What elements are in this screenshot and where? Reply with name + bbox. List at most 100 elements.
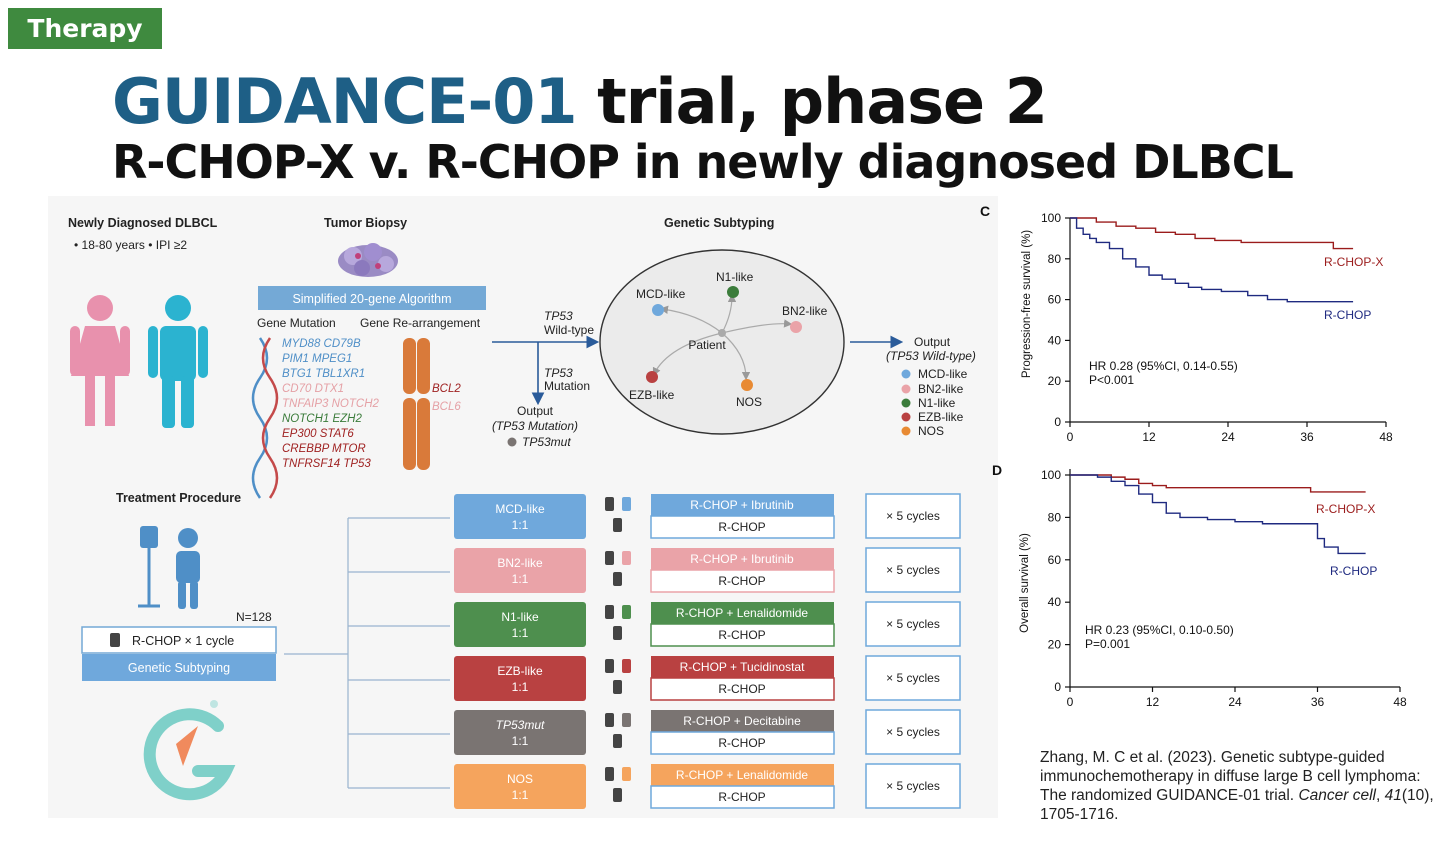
arm-tp53mut: TP53mut 1:1 R-CHOP + Decitabine R-CHOP ×… (454, 710, 960, 755)
y-tick-label: 20 (1048, 374, 1062, 388)
arm-mcd: MCD-like 1:1 R-CHOP + Ibrutinib R-CHOP ×… (454, 494, 960, 539)
x-tick-label: 12 (1146, 695, 1160, 709)
arm-control: R-CHOP (718, 682, 765, 696)
gene-item: MYD88 CD79B (282, 338, 361, 350)
output-mut-label: Output (517, 404, 554, 418)
title-rest: trial, phase 2 (577, 65, 1047, 138)
arm-x-regimen: R-CHOP + Ibrutinib (690, 498, 794, 512)
circle-bn2-label: BN2-like (782, 304, 828, 318)
series-label-rchop: R-CHOP (1330, 564, 1377, 578)
page-title: GUIDANCE-01 trial, phase 2 (112, 62, 1047, 142)
therapy-tag: Therapy (8, 8, 162, 49)
panel-label-c: C (980, 203, 990, 219)
gene-mutation-label: Gene Mutation (257, 316, 336, 330)
tp53mut-dot (508, 438, 517, 447)
arm-subtype: NOS (507, 772, 533, 786)
arm-n1: N1-like 1:1 R-CHOP + Lenalidomide R-CHOP… (454, 602, 960, 647)
x-tick-label: 24 (1221, 430, 1235, 444)
arm-x-regimen: R-CHOP + Lenalidomide (676, 768, 809, 782)
arm-control: R-CHOP (718, 574, 765, 588)
arm-ezb: EZB-like 1:1 R-CHOP + Tucidinostat R-CHO… (454, 656, 960, 701)
arm-x-regimen: R-CHOP + Lenalidomide (676, 606, 809, 620)
y-tick-label: 40 (1048, 595, 1062, 609)
x-tick-label: 24 (1228, 695, 1242, 709)
trial-name: GUIDANCE-01 (112, 65, 577, 138)
arm-cycles: × 5 cycles (886, 725, 940, 739)
arm-ratio: 1:1 (512, 734, 529, 748)
y-tick-label: 20 (1048, 638, 1062, 652)
gene-item: CREBBP MTOR (282, 443, 366, 455)
rearrangement-bcl2: BCL2 (432, 383, 461, 395)
dna-helix-icon (253, 338, 277, 498)
legend-item: MCD-like (918, 367, 968, 381)
algorithm-label: Simplified 20-gene Algorithm (292, 292, 451, 306)
criteria-label: • 18-80 years • IPI ≥2 (74, 238, 187, 252)
arm-control: R-CHOP (718, 520, 765, 534)
gene-item: PIM1 MPEG1 (282, 353, 352, 365)
km-line-rchop-x (1070, 218, 1353, 249)
series-label-rchop-x: R-CHOP-X (1316, 502, 1375, 516)
nos-dot (741, 379, 753, 391)
circle-ezb-label: EZB-like (629, 388, 675, 402)
gene-item: TNFRSF14 TP53 (282, 458, 371, 470)
arm-ratio: 1:1 (512, 788, 529, 802)
chromosome-icon (403, 338, 430, 470)
hr-annotation: HR 0.23 (95%CI, 0.10-0.50) (1085, 623, 1234, 637)
study-design-figure: Newly Diagnosed DLBCL • 18-80 years • IP… (48, 196, 998, 818)
gene-item: NOTCH1 EZH2 (282, 413, 362, 425)
legend-item: N1-like (918, 396, 956, 410)
km-line-rchop-x (1070, 475, 1366, 492)
citation: Zhang, M. C et al. (2023). Genetic subty… (1040, 748, 1440, 824)
y-tick-label: 60 (1048, 553, 1062, 567)
arm-subtype: MCD-like (495, 502, 545, 516)
arm-cycles: × 5 cycles (886, 617, 940, 631)
x-tick-label: 36 (1311, 695, 1325, 709)
subtyping-box-label: Genetic Subtyping (128, 661, 230, 675)
patient-label: Patient (688, 338, 726, 352)
newly-diagnosed-label: Newly Diagnosed DLBCL (68, 216, 218, 230)
page-subtitle: R-CHOP-X v. R-CHOP in newly diagnosed DL… (112, 134, 1293, 190)
mutation-label: Mutation (544, 379, 590, 393)
arm-cycles: × 5 cycles (886, 563, 940, 577)
bn2-dot (790, 321, 802, 333)
x-tick-label: 48 (1393, 695, 1407, 709)
y-tick-label: 80 (1048, 510, 1062, 524)
arm-x-regimen: R-CHOP + Ibrutinib (690, 552, 794, 566)
arm-cycles: × 5 cycles (886, 509, 940, 523)
arm-cycles: × 5 cycles (886, 671, 940, 685)
km-line-rchop (1070, 218, 1353, 302)
km-chart-pfs: C Progression-free survival (%) 02040608… (972, 196, 1442, 456)
genetic-subtyping-title: Genetic Subtyping (664, 216, 774, 230)
y-tick-label: 0 (1054, 415, 1061, 429)
gene-item: CD70 DTX1 (282, 383, 344, 395)
gene-item: EP300 STAT6 (282, 428, 354, 440)
arm-nos: NOS 1:1 R-CHOP + Lenalidomide R-CHOP × 5… (454, 764, 960, 809)
randomization-tree (284, 518, 450, 788)
arm-control: R-CHOP (718, 790, 765, 804)
infusion-patient-icon (138, 526, 200, 609)
treatment-procedure-label: Treatment Procedure (116, 491, 241, 505)
tp53mut-output: TP53mut (522, 435, 571, 449)
x-tick-label: 36 (1300, 430, 1314, 444)
x-tick-label: 0 (1067, 430, 1074, 444)
y-tick-label: 60 (1048, 293, 1062, 307)
legend-item: BN2-like (918, 382, 964, 396)
arm-subtype: TP53mut (496, 718, 545, 732)
tumor-cells-icon (338, 243, 398, 277)
citation-volume: 41 (1385, 787, 1402, 804)
y-tick-label: 100 (1041, 468, 1061, 482)
woman-icon (70, 295, 130, 426)
rchop-cycle-label: R-CHOP × 1 cycle (132, 634, 234, 648)
study-design-svg: Newly Diagnosed DLBCL • 18-80 years • IP… (48, 196, 998, 818)
n1-dot (727, 286, 739, 298)
output-mut-sub: (TP53 Mutation) (492, 419, 578, 433)
y-tick-label: 40 (1048, 333, 1062, 347)
series-label-rchop: R-CHOP (1324, 308, 1371, 322)
y-tick-label: 100 (1041, 211, 1061, 225)
output-wt-sub: (TP53 Wild-type) (886, 349, 976, 363)
y-tick-label: 0 (1054, 680, 1061, 694)
